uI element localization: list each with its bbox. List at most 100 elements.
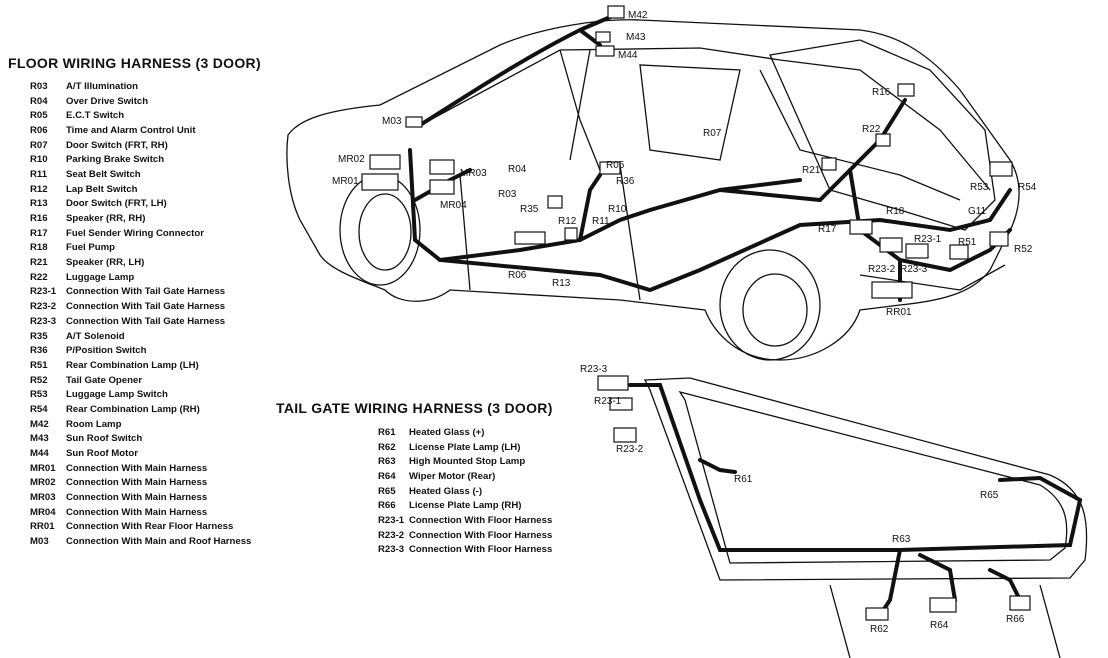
legend-code: R23-3 — [378, 544, 405, 556]
legend-description: Connection With Floor Harness — [409, 514, 553, 526]
legend-code: R05 — [30, 110, 48, 122]
legend-row: R06 Time and Alarm Control Unit — [30, 123, 251, 138]
legend-description: Connection With Tail Gate Harness — [66, 315, 226, 327]
legend-code: RR01 — [30, 521, 55, 533]
connector-label: R35 — [520, 204, 539, 215]
legend-code: R62 — [378, 441, 396, 453]
legend-code: R66 — [378, 500, 396, 512]
legend-code: R65 — [378, 485, 396, 497]
connector-label: R03 — [498, 189, 517, 200]
legend-description: Parking Brake Switch — [66, 154, 165, 166]
legend-code: R11 — [30, 168, 48, 180]
connector-label: RR01 — [886, 307, 912, 318]
legend-row: MR01 Connection With Main Harness — [30, 461, 251, 476]
legend-code: R17 — [30, 227, 48, 239]
legend-description: Connection With Main Harness — [66, 477, 208, 489]
legend-description: Time and Alarm Control Unit — [66, 124, 196, 136]
connector-label: M03 — [382, 116, 402, 127]
connector-label: R53 — [970, 182, 989, 193]
connector-label: R36 — [616, 176, 635, 187]
legend-description: Lap Belt Switch — [66, 183, 138, 195]
legend-code: R52 — [30, 374, 48, 386]
legend-code: R16 — [30, 213, 48, 225]
connector-label: R07 — [703, 128, 722, 139]
legend-description: Connection With Main Harness — [66, 462, 208, 474]
connector-label: R23-2 — [616, 444, 644, 455]
legend-code: R54 — [30, 403, 48, 415]
connector-label: R23-1 — [594, 396, 622, 407]
connector-label: R11 — [592, 216, 610, 227]
legend-code: R06 — [30, 124, 48, 136]
legend-description: Fuel Pump — [66, 242, 116, 254]
legend-code: R23-3 — [30, 315, 57, 327]
legend-description: Tail Gate Opener — [66, 374, 143, 386]
connector-label: R18 — [886, 206, 905, 217]
connector-label: R54 — [1018, 182, 1037, 193]
connector-label: R63 — [892, 534, 911, 545]
legend-description: Connection With Floor Harness — [409, 544, 553, 556]
connector-label: R21 — [802, 165, 821, 176]
legend-row: R11 Seat Belt Switch — [30, 167, 251, 182]
connector-label: R66 — [1006, 614, 1025, 625]
legend-description: Connection With Tail Gate Harness — [66, 286, 226, 298]
connector-label: R05 — [606, 160, 625, 171]
legend-code: R07 — [30, 139, 48, 151]
legend-description: Door Switch (FRT, LH) — [66, 198, 167, 210]
legend-row: R52 Tail Gate Opener — [30, 373, 251, 388]
legend-description: Speaker (RR, LH) — [66, 257, 145, 269]
connector-label: R23-3 — [580, 364, 608, 375]
legend-description: E.C.T Switch — [66, 110, 125, 122]
legend-description: License Plate Lamp (LH) — [409, 441, 521, 453]
legend-description: Seat Belt Switch — [66, 168, 141, 180]
connector-label: R23-1 — [914, 234, 942, 245]
legend-description: Rear Combination Lamp (LH) — [66, 359, 199, 371]
connector-label: R64 — [930, 620, 949, 631]
legend-code: MR03 — [30, 492, 56, 504]
legend-description: Room Lamp — [66, 418, 122, 430]
connector-label: M43 — [626, 32, 646, 43]
legend-code: M43 — [30, 433, 49, 445]
legend-description: A/T Solenoid — [66, 330, 125, 342]
connector-label: R06 — [508, 270, 527, 281]
tailgate-harness — [628, 383, 1083, 552]
legend-row: M44 Sun Roof Motor — [30, 446, 251, 461]
rear-wheel — [719, 249, 821, 361]
connector-label: R22 — [862, 124, 881, 135]
legend-description: Connection With Floor Harness — [409, 529, 553, 541]
connector-label: R52 — [1014, 244, 1033, 255]
legend-code: M44 — [30, 448, 49, 460]
legend-code: MR01 — [30, 462, 56, 474]
connector-label: MR03 — [460, 168, 487, 179]
tailgate-harness-title: TAIL GATE WIRING HARNESS (3 DOOR) — [276, 400, 553, 416]
legend-row: R62 License Plate Lamp (LH) — [378, 440, 552, 455]
legend-description: Sun Roof Motor — [66, 448, 138, 460]
connector-label: R17 — [818, 224, 837, 235]
legend-code: R04 — [30, 95, 48, 107]
front-wheel — [339, 174, 421, 286]
legend-description: A/T Illumination — [66, 80, 138, 92]
legend-description: High Mounted Stop Lamp — [409, 456, 526, 468]
connector-label: R12 — [558, 216, 577, 227]
floor-harness-title: FLOOR WIRING HARNESS (3 DOOR) — [8, 55, 261, 71]
